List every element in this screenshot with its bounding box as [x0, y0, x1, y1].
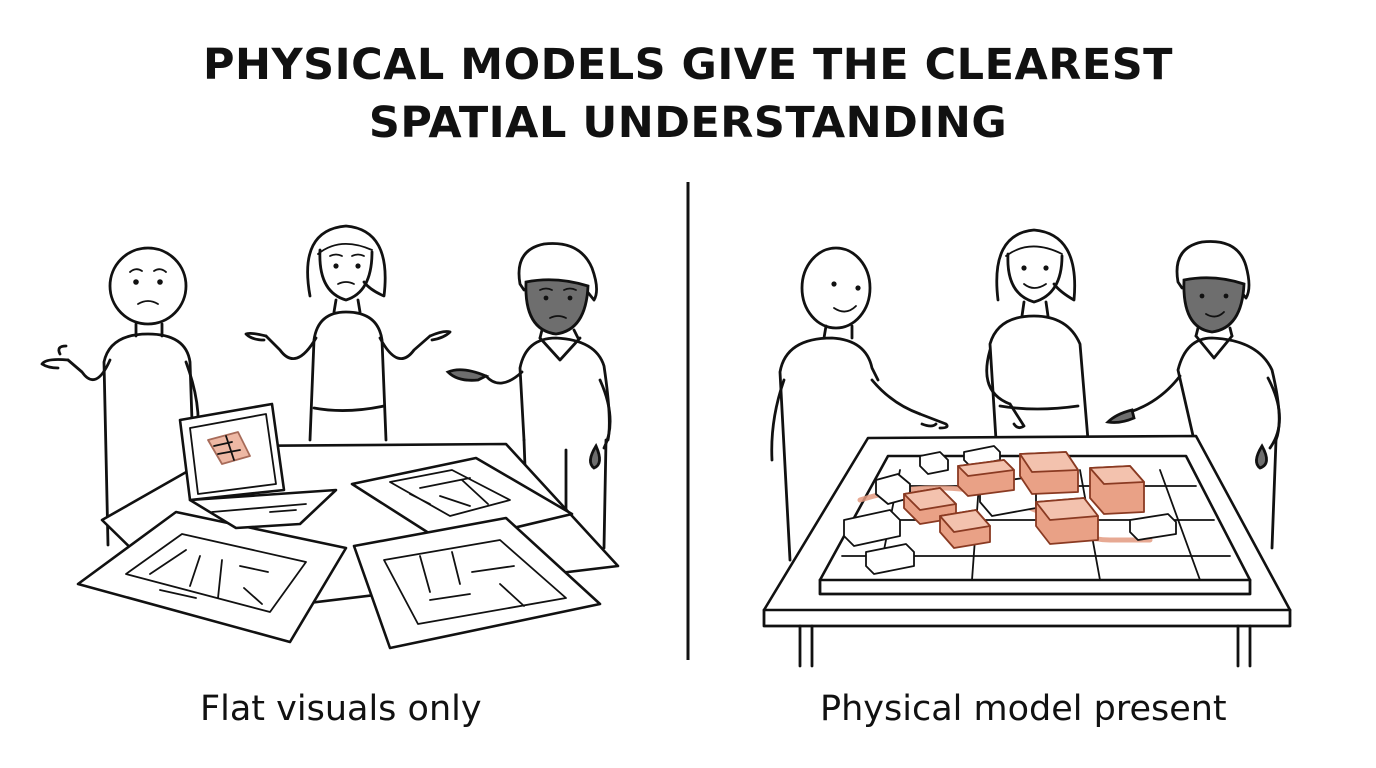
title-line-1: PHYSICAL MODELS GIVE THE CLEAREST	[202, 40, 1174, 90]
laptop-icon	[178, 402, 338, 530]
engaged-person-center	[985, 228, 1090, 442]
floor-plan-sheet-front-left	[76, 510, 348, 644]
right-panel	[762, 228, 1292, 668]
left-panel	[40, 224, 620, 650]
floor-plan-sheet-back	[350, 456, 574, 546]
title-line-2: SPATIAL UNDERSTANDING	[368, 98, 1008, 148]
confused-person-center	[244, 224, 452, 442]
page-title: PHYSICAL MODELS GIVE THE CLEAREST SPATIA…	[0, 36, 1376, 152]
confused-person-right	[445, 242, 612, 550]
physical-model	[818, 445, 1252, 596]
floor-plan-sheet-front-right	[352, 516, 602, 650]
caption-right: Physical model present	[820, 689, 1227, 729]
caption-left: Flat visuals only	[200, 689, 482, 729]
engaged-person-left	[770, 246, 949, 562]
